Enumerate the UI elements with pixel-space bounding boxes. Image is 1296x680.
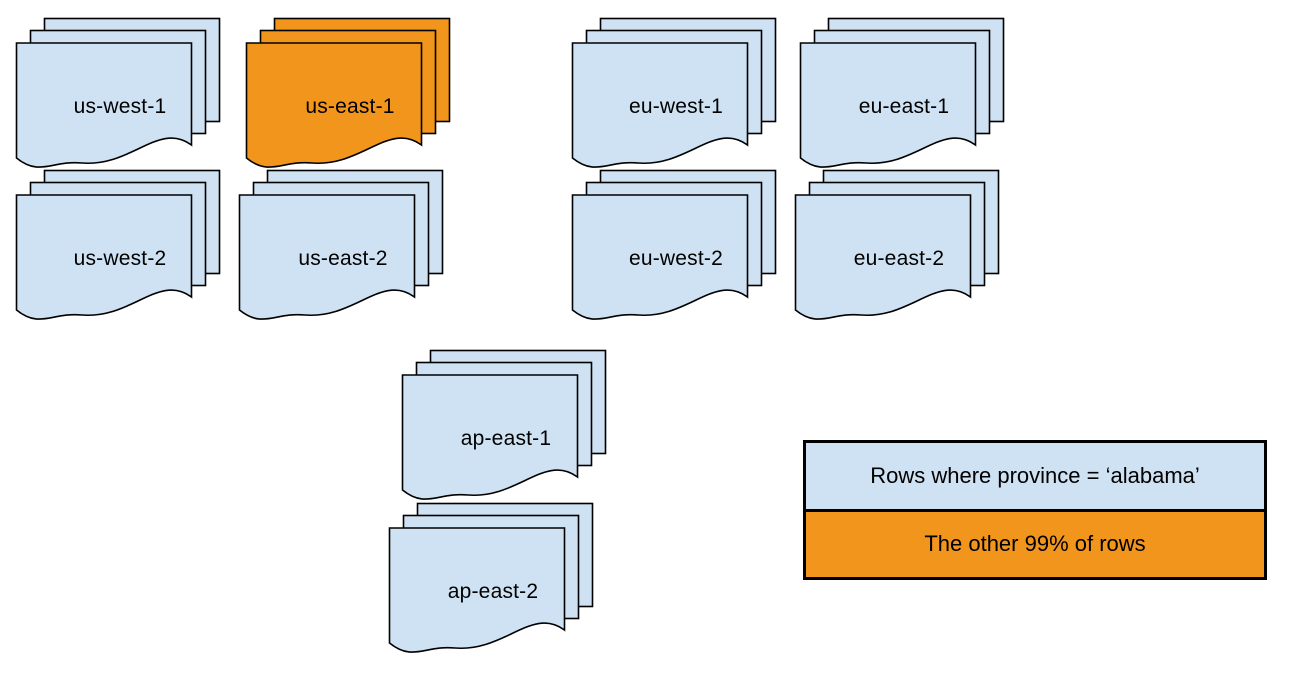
- legend-item-label: The other 99% of rows: [924, 531, 1146, 557]
- legend: Rows where province = ‘alabama’ The othe…: [803, 440, 1267, 580]
- region-cluster-ap-east-1: ap-east-1: [400, 349, 612, 503]
- legend-item-other-rows: The other 99% of rows: [806, 508, 1264, 577]
- region-cluster-us-east-2: us-east-2: [237, 169, 449, 323]
- legend-item-label: Rows where province = ‘alabama’: [870, 462, 1200, 488]
- region-cluster-eu-west-1: eu-west-1: [570, 17, 782, 171]
- region-label: us-west-1: [73, 95, 167, 118]
- region-cluster-us-west-1: us-west-1: [14, 17, 226, 171]
- region-label: eu-east-1: [858, 95, 950, 118]
- region-cluster-us-west-2: us-west-2: [14, 169, 226, 323]
- region-cluster-eu-east-2: eu-east-2: [793, 169, 1005, 323]
- region-cluster-ap-east-2: ap-east-2: [387, 502, 599, 656]
- region-label: us-east-1: [305, 95, 395, 118]
- region-label: ap-east-1: [460, 427, 552, 450]
- region-label: eu-west-2: [628, 247, 723, 270]
- region-cluster-eu-east-1: eu-east-1: [798, 17, 1010, 171]
- region-cluster-eu-west-2: eu-west-2: [570, 169, 782, 323]
- region-label: us-east-2: [298, 247, 388, 270]
- region-cluster-us-east-1: us-east-1: [244, 17, 456, 171]
- region-label: us-west-2: [73, 247, 167, 270]
- region-label: ap-east-2: [447, 580, 539, 603]
- legend-item-alabama-rows: Rows where province = ‘alabama’: [806, 443, 1264, 509]
- region-label: eu-west-1: [628, 95, 723, 118]
- region-label: eu-east-2: [853, 247, 945, 270]
